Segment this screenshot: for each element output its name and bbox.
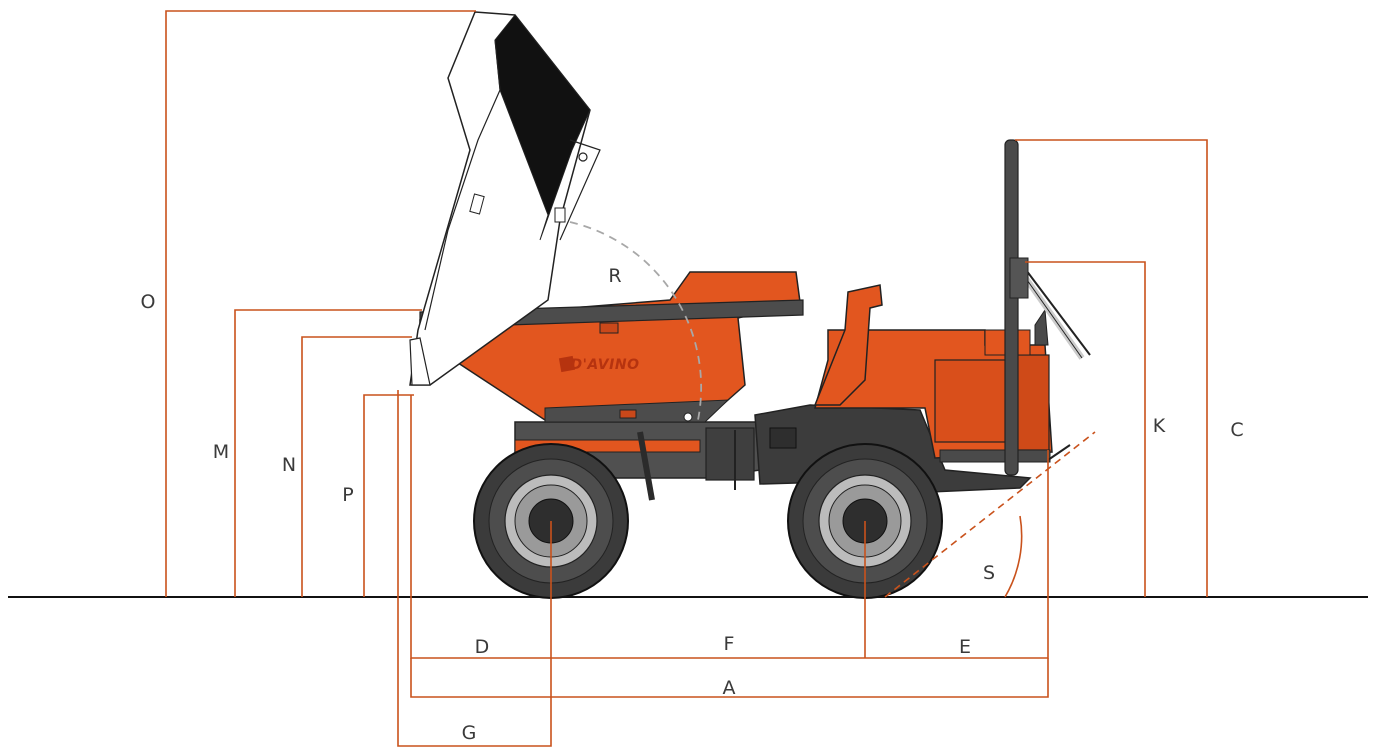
label-O: O xyxy=(140,291,156,313)
label-C: C xyxy=(1230,419,1244,441)
dim-S-arc xyxy=(1004,515,1023,598)
dumper-vehicle xyxy=(409,11,1091,599)
dim-N-line xyxy=(301,336,412,597)
dim-K-line xyxy=(1025,261,1146,597)
label-G: G xyxy=(461,722,477,744)
dim-O-line xyxy=(165,10,476,597)
engine-body xyxy=(814,308,1053,463)
label-P: P xyxy=(342,484,354,506)
dimension-lines xyxy=(165,10,1208,747)
dim-G-line xyxy=(397,390,552,747)
label-A: A xyxy=(722,677,736,699)
tip-angle-arc-R xyxy=(569,221,703,421)
dim-P-line xyxy=(363,394,414,597)
dim-D-line xyxy=(410,395,1049,659)
brand-logo-text: D'AVINO xyxy=(570,357,640,373)
dim-S-ray xyxy=(884,431,1096,598)
seat xyxy=(813,284,883,406)
rops-bar xyxy=(1004,139,1091,476)
label-N: N xyxy=(281,454,297,476)
label-F: F xyxy=(723,633,735,655)
label-E: E xyxy=(958,636,972,658)
label-K: K xyxy=(1152,415,1166,437)
dim-M-line xyxy=(234,309,422,597)
dim-C-line xyxy=(1015,139,1208,597)
label-R: R xyxy=(608,265,622,287)
label-M: M xyxy=(212,441,230,463)
label-D: D xyxy=(474,636,490,658)
label-S: S xyxy=(982,562,996,584)
dim-A-line xyxy=(410,658,1049,698)
tipped-skip xyxy=(409,11,601,386)
